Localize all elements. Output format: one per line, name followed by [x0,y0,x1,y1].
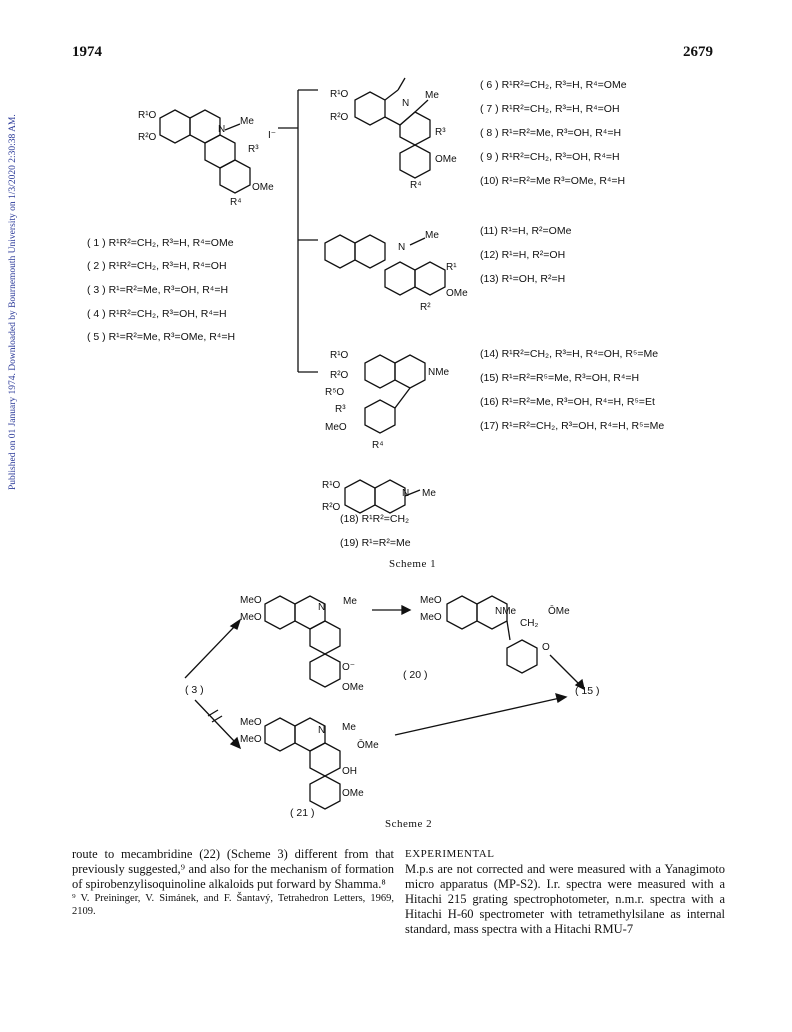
svg-text:N: N [318,725,325,736]
svg-text:(15) R¹=R²=R⁵=Me, R³=OH, R⁴=H: (15) R¹=R²=R⁵=Me, R³=OH, R⁴=H [480,372,639,384]
svg-text:MeO: MeO [420,612,442,623]
svg-text:( 8 ) R¹=R²=Me, R³=OH, R⁴=H: ( 8 ) R¹=R²=Me, R³=OH, R⁴=H [480,127,621,139]
compound-3: ( 3 ) R¹=R²=Me, R³=OH, R⁴=H [87,284,228,296]
svg-text:R⁵O: R⁵O [325,387,344,398]
svg-text:N: N [398,242,405,253]
svg-text:N: N [318,602,325,613]
svg-text:ŌMe: ŌMe [357,739,379,751]
svg-text:R²O: R²O [138,132,157,143]
svg-text:MeO: MeO [240,595,262,606]
svg-text:R²: R² [420,302,431,313]
svg-text:OMe: OMe [342,788,364,799]
svg-text:(10) R¹=R²=Me R³=OMe, R⁴=H: (10) R¹=R²=Me R³=OMe, R⁴=H [480,175,625,187]
ring-d [219,159,251,194]
compound-2: ( 2 ) R¹R²=CH₂, R³=H, R⁴=OH [87,260,227,272]
svg-text:OMe: OMe [446,288,468,299]
svg-text:NMe: NMe [428,367,450,378]
experimental-heading: EXPERIMENTAL [405,848,495,860]
svg-text:R³: R³ [248,144,259,155]
label-21: ( 21 ) [290,807,315,819]
svg-text:( 7 ) R¹R²=CH₂, R³=H, R⁴=OH: ( 7 ) R¹R²=CH₂, R³=H, R⁴=OH [480,103,620,115]
svg-text:ŌMe: ŌMe [548,605,570,617]
scheme1-group-d: (18) R¹R²=CH₂ (19) R¹=R²=Me [340,513,411,549]
right-column: EXPERIMENTAL M.p.s are not corrected and… [405,847,725,937]
svg-text:R³: R³ [335,404,346,415]
scheme1-group-c: (14) R¹R²=CH₂, R³=H, R⁴=OH, R⁵=Me (15) R… [480,348,664,432]
svg-text:O⁻: O⁻ [342,662,355,673]
scheme1-group-a: ( 6 ) R¹R²=CH₂, R³=H, R⁴=OMe ( 7 ) R¹R²=… [480,79,627,187]
svg-text:( 9 ) R¹R²=CH₂, R³=OH, R⁴=H: ( 9 ) R¹R²=CH₂, R³=OH, R⁴=H [480,151,620,163]
compound-1: ( 1 ) R¹R²=CH₂, R³=H, R⁴=OMe [87,237,234,249]
svg-text:R²O: R²O [330,112,349,123]
svg-text:Me: Me [343,596,357,607]
svg-text:Me: Me [342,722,356,733]
body-paragraph-left: route to mecambridine (22) (Scheme 3) di… [72,847,394,891]
svg-text:(12) R¹=H, R²=OH: (12) R¹=H, R²=OH [480,249,565,261]
year-header: 1974 [72,44,102,60]
svg-text:R¹O: R¹O [330,350,349,361]
svg-text:(19) R¹=R²=Me: (19) R¹=R²=Me [340,537,411,549]
svg-text:R⁴: R⁴ [372,440,384,451]
svg-text:Me: Me [422,488,436,499]
label-3: ( 3 ) [185,684,204,696]
svg-text:(16) R¹=R²=Me, R³=OH, R⁴=H, R⁵: (16) R¹=R²=Me, R³=OH, R⁴=H, R⁵=Et [480,396,655,408]
label-15: ( 15 ) [575,685,600,697]
svg-text:(17) R¹=R²=CH₂, R³=OH, R⁴=H, R: (17) R¹=R²=CH₂, R³=OH, R⁴=H, R⁵=Me [480,420,664,432]
scheme1-left-list: ( 1 ) R¹R²=CH₂, R³=H, R⁴=OMe ( 2 ) R¹R²=… [87,237,235,343]
svg-text:MeO: MeO [240,734,262,745]
label-20: ( 20 ) [403,669,428,681]
svg-text:(14) R¹R²=CH₂, R³=H, R⁴=OH, R⁵: (14) R¹R²=CH₂, R³=H, R⁴=OH, R⁵=Me [480,348,658,360]
svg-text:MeO: MeO [240,612,262,623]
svg-text:(11) R¹=H, R²=OMe: (11) R¹=H, R²=OMe [480,225,572,237]
svg-text:Me: Me [425,230,439,241]
left-column: route to mecambridine (22) (Scheme 3) di… [72,847,394,918]
svg-text:Me: Me [240,116,254,127]
svg-text:R⁴: R⁴ [410,180,422,191]
svg-text:CH₂: CH₂ [520,618,538,629]
svg-text:MeO: MeO [420,595,442,606]
svg-text:R²O: R²O [330,370,349,381]
svg-text:Me: Me [425,90,439,101]
svg-text:N: N [218,124,225,135]
svg-text:N: N [402,98,409,109]
svg-text:OMe: OMe [342,682,364,693]
scheme-1-caption: Scheme 1 [389,558,437,570]
scheme-2-caption: Scheme 2 [385,818,433,830]
footnote: ⁹ V. Preininger, V. Simánek, and F. Šant… [72,893,394,917]
svg-text:(18) R¹R²=CH₂: (18) R¹R²=CH₂ [340,513,409,525]
svg-text:R³: R³ [435,127,446,138]
svg-text:R²O: R²O [322,502,341,513]
compound-5: ( 5 ) R¹=R²=Me, R³=OMe, R⁴=H [87,331,235,343]
page-number: 2679 [683,44,713,60]
experimental-paragraph: M.p.s are not corrected and were measure… [405,862,725,936]
svg-text:R¹: R¹ [446,262,457,273]
compound-4: ( 4 ) R¹R²=CH₂, R³=OH, R⁴=H [87,308,227,320]
svg-text:R¹O: R¹O [138,110,157,121]
svg-text:I⁻: I⁻ [268,130,276,141]
svg-text:OMe: OMe [252,182,274,193]
ring-a [159,109,191,144]
svg-text:( 6 ) R¹R²=CH₂, R³=H, R⁴=OMe: ( 6 ) R¹R²=CH₂, R³=H, R⁴=OMe [480,79,627,91]
scheme1-group-b: (11) R¹=H, R²=OMe (12) R¹=H, R²=OH (13) … [480,225,572,285]
svg-text:MeO: MeO [325,422,347,433]
svg-text:R¹O: R¹O [330,89,349,100]
svg-text:OH: OH [342,766,357,777]
svg-text:OMe: OMe [435,154,457,165]
svg-text:R¹O: R¹O [322,480,341,491]
svg-text:N: N [402,488,409,499]
svg-text:(13) R¹=OH, R²=H: (13) R¹=OH, R²=H [480,273,565,285]
svg-text:O: O [542,642,550,653]
svg-text:MeO: MeO [240,717,262,728]
svg-text:R⁴: R⁴ [230,197,242,208]
svg-text:NMe: NMe [495,606,517,617]
